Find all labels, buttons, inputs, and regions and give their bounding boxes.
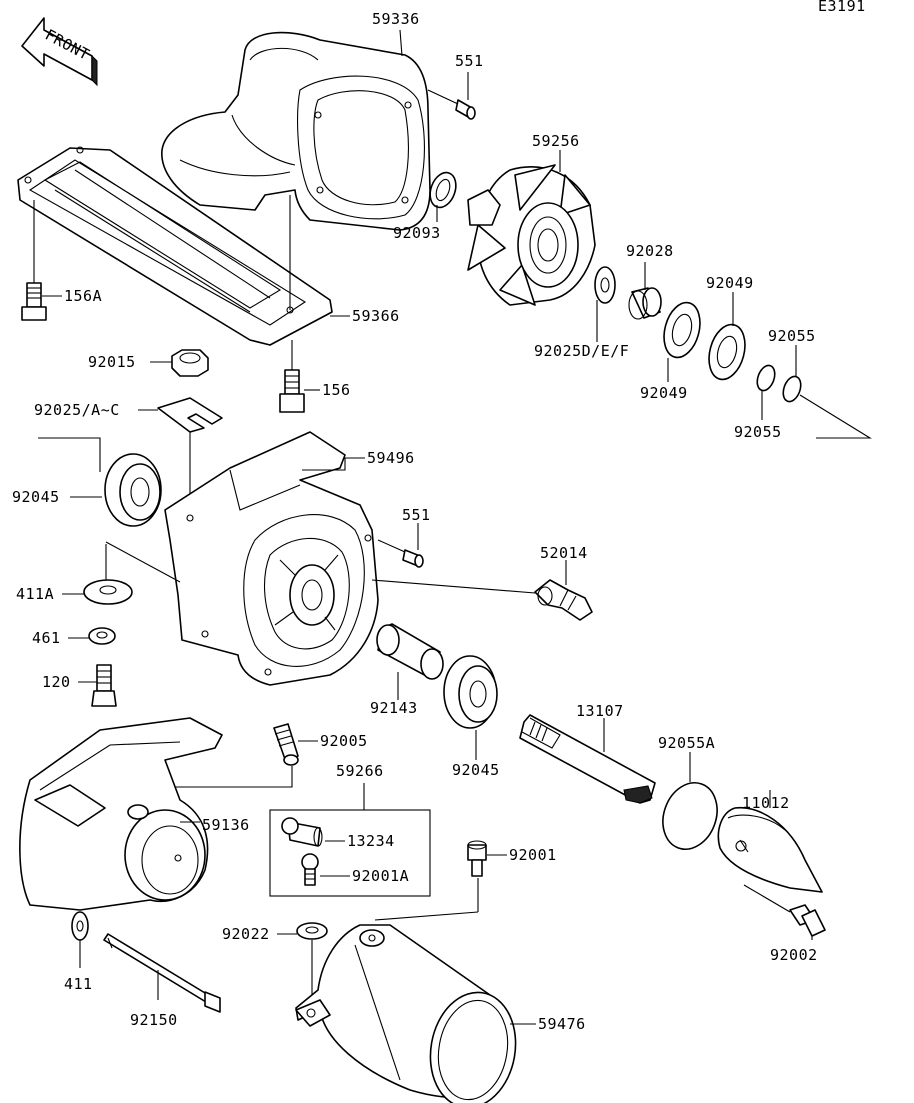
label-92001A: 92001A xyxy=(352,867,409,885)
label-461: 461 xyxy=(32,629,61,647)
washer-92025DEF xyxy=(594,266,616,304)
nozzle-59476 xyxy=(295,924,517,1103)
pin-551-top xyxy=(455,99,476,120)
label-92025AC: 92025/A~C xyxy=(34,401,120,419)
label-92150: 92150 xyxy=(130,1011,178,1029)
shim-92025AC xyxy=(157,397,223,433)
pin-551-middle xyxy=(402,549,424,568)
label-11012: 11012 xyxy=(742,794,790,812)
label-92093: 92093 xyxy=(393,224,441,242)
label-92049-bottom: 92049 xyxy=(640,384,688,402)
front-arrow-icon: FRONT xyxy=(21,17,98,87)
label-13234: 13234 xyxy=(347,832,395,850)
label-92045-middle: 92045 xyxy=(452,761,500,779)
label-59476: 59476 xyxy=(538,1015,586,1033)
collar-92028 xyxy=(628,287,662,320)
label-52014: 52014 xyxy=(540,544,588,562)
label-92025DEF: 92025D/E/F xyxy=(534,342,629,360)
label-92055A: 92055A xyxy=(658,734,715,752)
screw-92001A xyxy=(301,853,319,886)
bolt-156A xyxy=(21,282,47,321)
label-156A: 156A xyxy=(64,287,102,305)
label-59256: 59256 xyxy=(532,132,580,150)
label-92002: 92002 xyxy=(770,946,818,964)
label-13107: 13107 xyxy=(576,702,624,720)
bearing-92045-a xyxy=(104,453,162,527)
seal-92049-b xyxy=(708,323,746,381)
nut-92015 xyxy=(171,349,209,377)
pin-13234 xyxy=(281,817,323,847)
label-59266: 59266 xyxy=(336,762,384,780)
washer-411A xyxy=(83,579,133,605)
leader-59336 xyxy=(399,29,403,57)
seal-92049-a xyxy=(663,301,701,359)
label-92028: 92028 xyxy=(626,242,674,260)
label-59496: 59496 xyxy=(367,449,415,467)
nipple-92005 xyxy=(273,723,299,766)
pump-cover-59336 xyxy=(161,31,431,231)
intake-grate-59366 xyxy=(17,146,333,346)
label-59366: 59366 xyxy=(352,307,400,325)
screw-92001 xyxy=(467,840,487,877)
bolt-156 xyxy=(279,369,305,413)
shaft-13107 xyxy=(519,714,656,804)
label-92022: 92022 xyxy=(222,925,270,943)
lock-washer-461 xyxy=(88,627,116,645)
label-92005: 92005 xyxy=(320,732,368,750)
label-411: 411 xyxy=(64,975,93,993)
bolt-92150 xyxy=(103,933,221,1013)
label-120: 120 xyxy=(42,673,71,691)
o-ring-92055A xyxy=(662,782,718,850)
label-59136: 59136 xyxy=(202,816,250,834)
label-411A: 411A xyxy=(16,585,54,603)
bolt-120 xyxy=(91,664,117,707)
label-92143: 92143 xyxy=(370,699,418,717)
washer-92022 xyxy=(296,922,328,940)
label-92049-top: 92049 xyxy=(706,274,754,292)
intake-cover-59136 xyxy=(19,717,223,911)
o-ring-92055-b xyxy=(782,375,802,403)
bolt-92002 xyxy=(789,904,826,937)
impeller-59256 xyxy=(467,164,596,306)
o-ring-92055-a xyxy=(756,364,776,392)
label-59336: 59336 xyxy=(372,10,420,28)
fitting-52014 xyxy=(534,579,593,621)
label-92055-top: 92055 xyxy=(768,327,816,345)
pump-case-59496 xyxy=(164,431,379,686)
kit-box-59266 xyxy=(269,809,431,897)
bearing-92045-b xyxy=(443,655,498,729)
collar-92143 xyxy=(376,623,444,680)
label-551-middle: 551 xyxy=(402,506,431,524)
label-551-top: 551 xyxy=(455,52,484,70)
label-92001: 92001 xyxy=(509,846,557,864)
label-92015: 92015 xyxy=(88,353,136,371)
washer-411 xyxy=(71,911,89,941)
ring-92093 xyxy=(429,171,457,209)
cap-11012 xyxy=(717,806,823,893)
label-92055-bottom: 92055 xyxy=(734,423,782,441)
label-156: 156 xyxy=(322,381,351,399)
diagram-code: E3191 xyxy=(818,0,866,15)
label-92045-left: 92045 xyxy=(12,488,60,506)
